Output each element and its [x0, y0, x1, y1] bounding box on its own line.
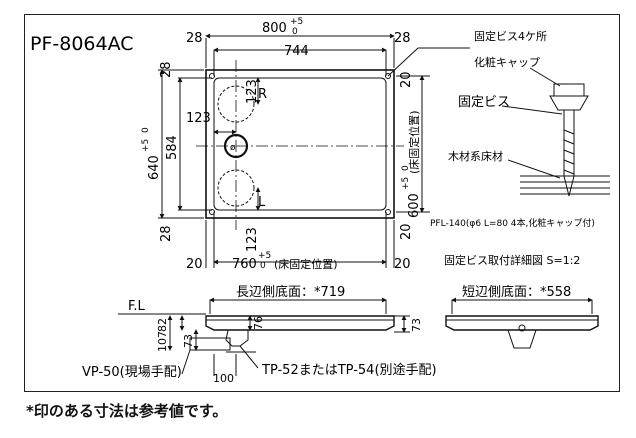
vp-label: VP-50(現場手配) [82, 365, 182, 380]
fix-screw-4-label: 固定ビス4ケ所 [474, 29, 547, 43]
wood-label: 木材系床材 [448, 149, 503, 163]
dim-20-bottom-left: 20 [186, 257, 203, 272]
dim-28-bottom: 28 [159, 225, 174, 242]
dim-584: 584 [165, 135, 180, 160]
pan-flange [549, 95, 589, 111]
dim-760-tol-plus: +5 [258, 251, 271, 261]
dim-123-left: 123 [186, 111, 211, 126]
dim-760-tol-zero: 0 [260, 261, 266, 271]
dim-20-bottom-right2: 20 [394, 257, 411, 272]
drawing-frame [24, 14, 620, 392]
floor-fix-label: (床固定位置) [274, 257, 338, 271]
long-side-labels: 長辺側底面：*719 F.L 82 107 73 76 73 100 VP-50… [82, 284, 437, 385]
dim-73-right: 73 [410, 318, 423, 332]
long-side-title: 長辺側底面：*719 [236, 284, 345, 300]
dim-82: 82 [156, 318, 169, 332]
pan-inner [213, 77, 387, 211]
short-trap-shape [507, 329, 537, 349]
screw-detail [501, 67, 610, 197]
dim-20-top-right: 20 [399, 71, 414, 88]
dim-107: 107 [156, 331, 169, 352]
dim-123-bottom: 123 [245, 227, 260, 252]
cap-label: 化粧キャップ [474, 55, 540, 69]
dim-800-tol-plus: +5 [290, 17, 303, 27]
trap-label: TP-52またはTP-54(別途手配) [261, 362, 437, 378]
detail-labels: 化粧キャップ 固定ビス 木材系床材 PFL-140(φ6 L=80 4本,化粧キ… [430, 55, 595, 267]
leg-l [217, 169, 255, 207]
short-drain [518, 324, 526, 332]
long-side-view [118, 297, 410, 376]
vp-pipe [189, 337, 231, 351]
dim-800: 800 [262, 21, 287, 36]
pan-short-profile [445, 315, 599, 331]
short-side-title: 短辺側底面：*558 [462, 284, 571, 300]
floor-fix-vertical-label: (床固定位置) [407, 110, 421, 174]
pan-long-profile [205, 315, 395, 331]
pan-outline [205, 69, 395, 219]
dim-100: 100 [213, 372, 234, 385]
dim-28-right: 28 [394, 31, 411, 46]
footnote: *印のある寸法は参考値です。 [26, 402, 228, 420]
leg-l-label: L [258, 195, 266, 210]
dim-760: 760 [232, 257, 257, 272]
detail-caption: 固定ビス取付詳細図 S=1:2 [444, 253, 580, 267]
leg-r [217, 85, 255, 123]
dim-800-tol-zero: 0 [292, 27, 298, 37]
dim-600: 600 [407, 193, 422, 218]
dim-640-tol: +5 0 [141, 127, 151, 152]
drain-mark: ø [230, 143, 236, 153]
dim-744: 744 [284, 44, 309, 59]
dim-600-tol: +5 0 [401, 165, 411, 190]
dim-20-bottom-right: 20 [399, 223, 414, 240]
dim-28-top: 28 [159, 61, 174, 78]
dim-73: 73 [182, 334, 195, 348]
leg-r-label: R [258, 87, 267, 102]
top-view [158, 33, 470, 268]
model-title: PF-8064AC [30, 33, 134, 55]
dim-640: 640 [147, 155, 162, 180]
dim-28-left: 28 [186, 31, 203, 46]
dim-123-top: 123 [245, 79, 260, 104]
top-view-labels: 28 800 +5 0 744 28 固定ビス4ケ所 28 640 +5 0 5… [141, 17, 547, 272]
cap-shape [553, 83, 585, 97]
detail-spec: PFL-140(φ6 L=80 4本,化粧キャップ付) [430, 217, 595, 229]
dim-76: 76 [252, 316, 265, 330]
short-side-view [445, 297, 599, 349]
screw-label: 固定ビス [458, 95, 510, 110]
screw-tip [563, 175, 575, 197]
fl-label: F.L [128, 299, 146, 314]
